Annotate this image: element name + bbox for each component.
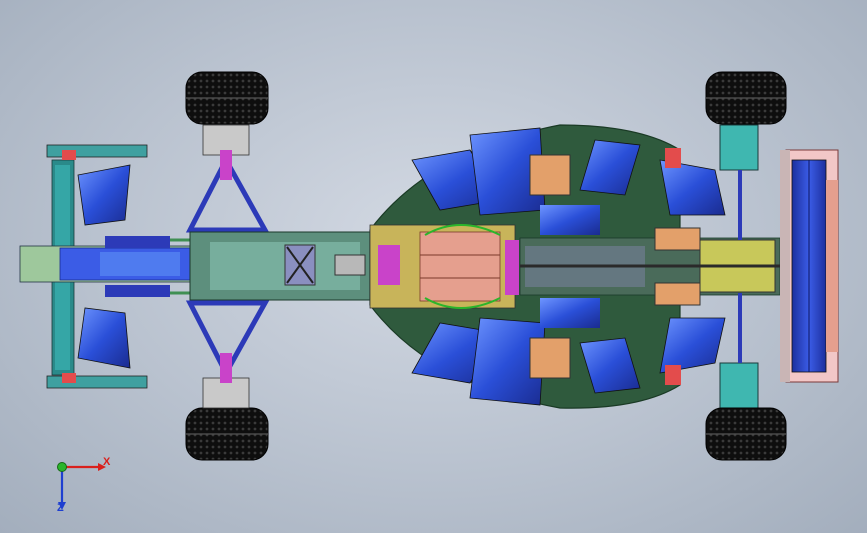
rear-wing[interactable]	[780, 149, 839, 383]
rear-left-wheel[interactable]	[705, 71, 787, 125]
front-suspension[interactable]	[105, 124, 370, 409]
chassis[interactable]	[189, 231, 371, 301]
gearbox[interactable]	[519, 227, 781, 306]
engine-block[interactable]	[369, 224, 519, 309]
axis-z-label: Z	[57, 502, 64, 514]
axis-x-label: X	[103, 456, 111, 468]
triad-arrows-icon	[57, 462, 106, 510]
rear-right-wheel[interactable]	[705, 407, 787, 461]
rear-suspension[interactable]	[665, 124, 759, 409]
front-right-wheel[interactable]	[185, 407, 269, 461]
front-wing[interactable]	[19, 144, 191, 389]
front-left-wheel[interactable]	[185, 71, 269, 125]
coordinate-triad: X Z	[40, 450, 120, 520]
